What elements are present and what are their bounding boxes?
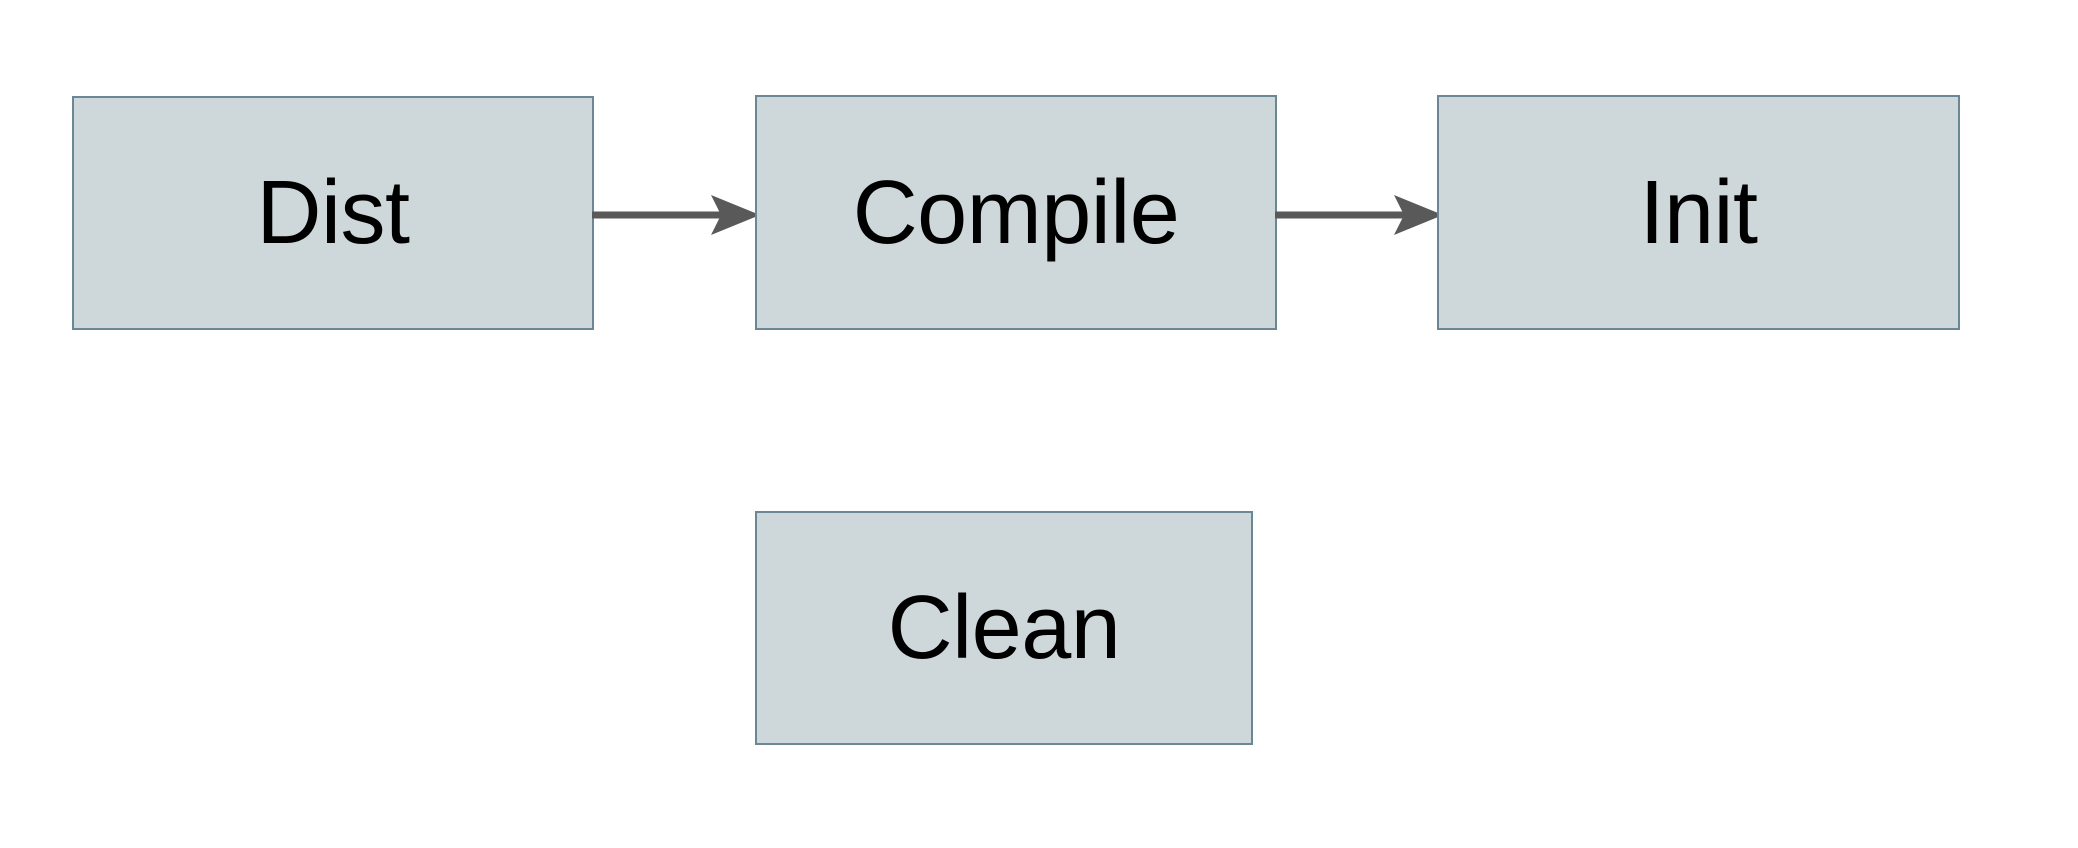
- node-clean-label: Clean: [887, 578, 1121, 678]
- node-clean[interactable]: Clean: [755, 511, 1253, 745]
- arrow-compile-to-init-icon: [1275, 195, 1443, 235]
- edge-compile-to-init[interactable]: [1275, 186, 1443, 244]
- node-init[interactable]: Init: [1437, 95, 1960, 330]
- node-dist[interactable]: Dist: [72, 96, 594, 330]
- arrow-dist-to-compile-icon: [592, 195, 760, 235]
- node-init-label: Init: [1639, 162, 1758, 263]
- node-compile-label: Compile: [852, 162, 1180, 263]
- node-dist-label: Dist: [256, 163, 411, 263]
- node-compile[interactable]: Compile: [755, 95, 1277, 330]
- edge-dist-to-compile[interactable]: [592, 186, 760, 244]
